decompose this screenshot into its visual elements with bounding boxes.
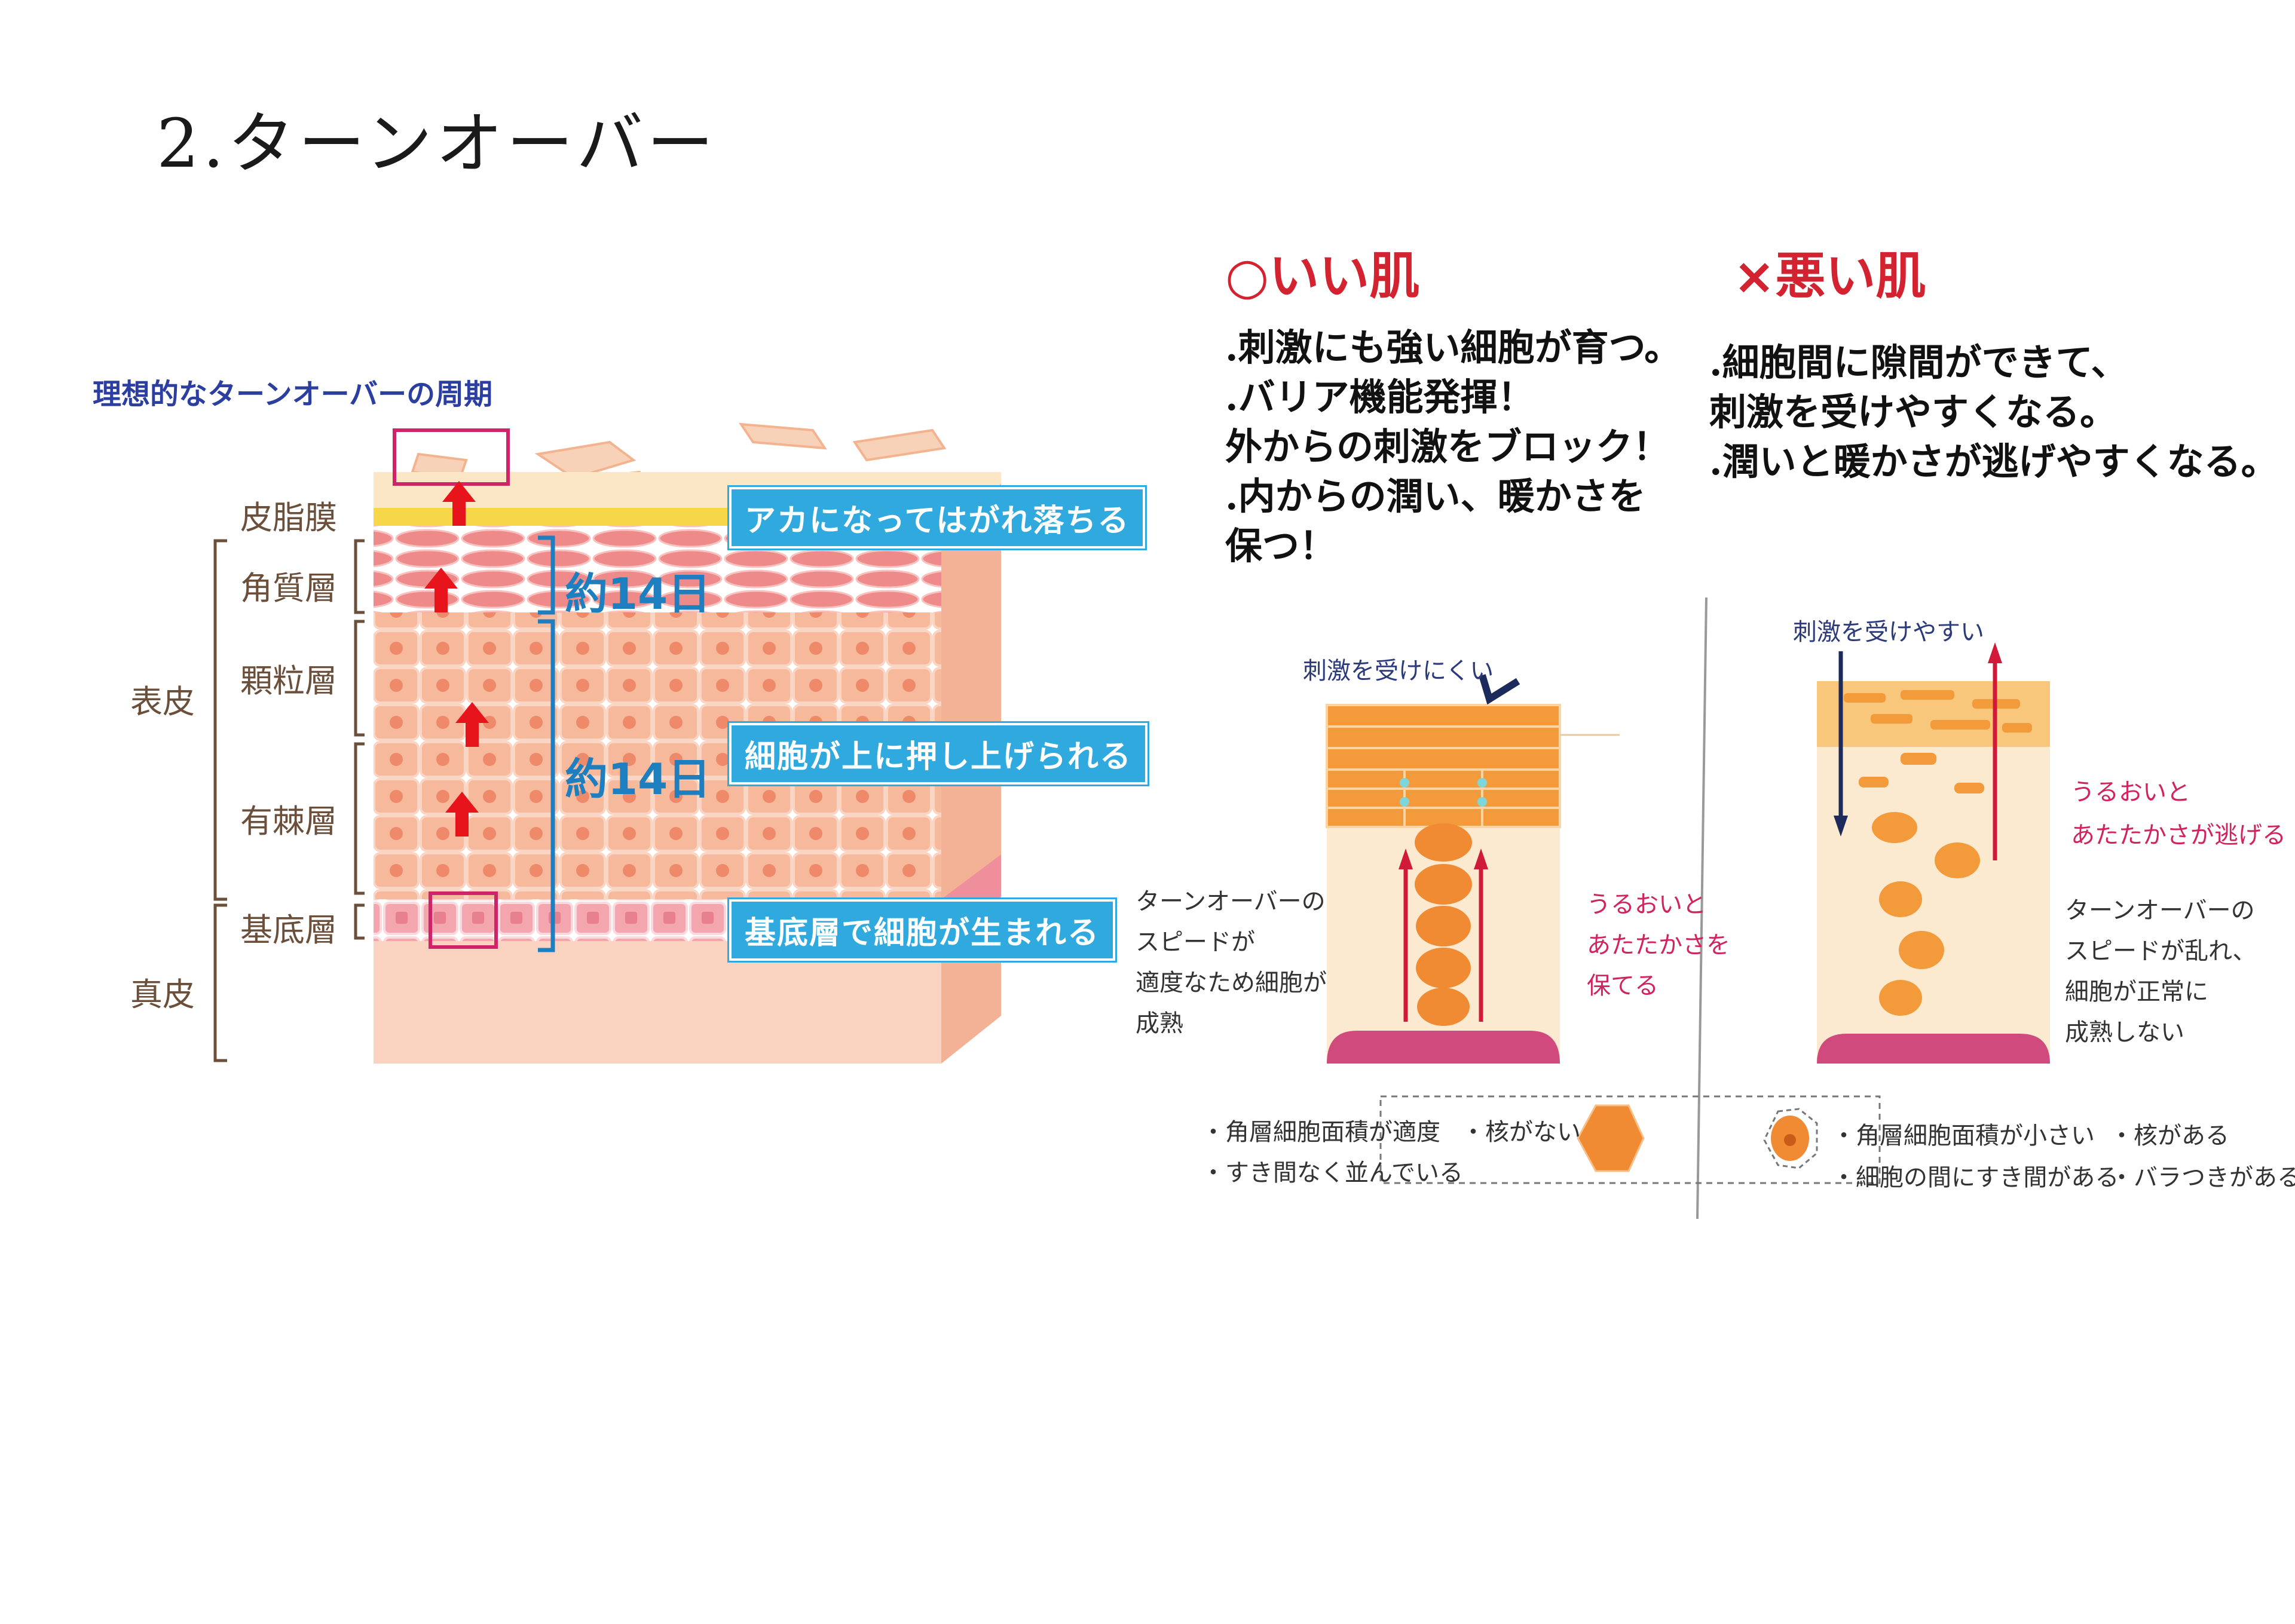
bad-skin-line: 刺激を受けやすくなる。 [1709,390,2117,434]
shedding-callout: アカになってはがれ落ちる [729,487,1146,549]
note-line: スピードが [1136,929,1255,956]
shedding-highlight-box [393,428,510,486]
note-line: 成熟 [1136,1010,1183,1037]
lower-duration: 約14日 [565,754,711,804]
cell-nucleus [1784,1134,1796,1146]
note-line: 成熟しない [2065,1019,2184,1046]
epidermis-label: 表皮 [130,683,195,721]
good-moisture-note: うるおいと あたたかさを 保てる [1587,884,1730,1006]
note-line: あたたかさを [1587,931,1730,959]
note-line: スピードが乱れ、 [2065,937,2257,965]
good-bullet: ・すき間なく並んでいる [1201,1159,1463,1187]
good-skin-line: 外からの刺激をブロック！ [1225,425,1670,468]
page-title: 2.ターンオーバー [157,105,718,183]
bad-bullet: ・角層細胞面積が小さい [1832,1122,2095,1150]
upper-duration: 約14日 [565,569,711,619]
good-stimulus-label: 刺激を受けにくい [1303,657,1494,685]
good-turnover-note: ターンオーバーの スピードが 適度なため細胞が 成熟 [1136,881,1327,1044]
good-skin-column [1326,674,1620,1064]
good-skin-line: .刺激にも強い細胞が育つ。 [1225,326,1682,369]
basal-layer-label: 基底層 [240,911,337,949]
bad-turnover-note: ターンオーバーの スピードが乱れ、 細胞が正常に 成熟しない [2065,890,2256,1053]
upward-arrows [424,481,489,836]
bad-stimulus-label: 刺激を受けやすい [1793,618,1984,646]
bad-skin-description: .細胞間に隙間ができて、 刺激を受けやすくなる。 .潤いと暖かさが逃げやすくなる… [1709,338,2278,486]
note-line: 保てる [1587,972,1658,1000]
incoming-stimulus-arrow [1834,651,1848,836]
good-skin-line: 保つ！ [1225,524,1337,568]
good-bullet: ・核がない [1461,1119,1581,1146]
bad-skin-column [1817,642,2050,1064]
bad-skin-heading: ×悪い肌 [1733,247,1926,305]
bad-skin-line: .潤いと暖かさが逃げやすくなる。 [1709,440,2278,483]
bad-moisture-note: うるおいと あたたかさが逃げる [2071,771,2286,857]
good-vs-bad-skin-illustration [1326,597,2050,1219]
good-skin-description: .刺激にも強い細胞が育つ。 .バリア機能発揮！ 外からの刺激をブロック！ .内か… [1225,323,1681,571]
dermis-layer [374,941,941,1064]
bad-bullet: ・バラつきがある [2110,1164,2295,1191]
good-corneocyte-shape [1577,1104,1645,1172]
bad-skin-line: .細胞間に隙間ができて、 [1709,341,2128,384]
sebum-label: 皮脂膜 [240,499,337,537]
good-skin-line: .バリア機能発揮！ [1225,375,1535,419]
duration-brackets [538,535,555,952]
good-bullet: ・角層細胞面積が適度 [1201,1119,1440,1146]
panel-divider [1696,597,1708,1219]
dermis-label: 真皮 [130,976,195,1013]
note-line: 細胞が正常に [2065,978,2208,1006]
layer-brackets [213,539,365,1062]
blocked-stimulus-icon [1479,674,1520,705]
note-line: うるおいと [2071,779,2190,806]
note-line: うるおいと [1587,891,1706,918]
good-skin-heading: ○いい肌 [1225,247,1420,305]
born-in-basal-callout: 基底層で細胞が生まれる [729,899,1116,961]
note-line: 適度なため細胞が [1136,969,1327,997]
basal-highlight-box [429,891,498,949]
pushed-up-callout: 細胞が上に押し上げられる [729,723,1148,785]
bad-bullet: ・核がある [2110,1122,2229,1150]
granular-layer-label: 顆粒層 [240,662,337,700]
turnover-cycle-caption: 理想的なターンオーバーの周期 [93,378,493,411]
good-skin-line: .内からの潤い、暖かさを [1225,474,1646,518]
cell-comparison-box [1379,1095,1881,1184]
bad-bullet: ・細胞の間にすき間がある [1832,1164,2119,1191]
note-line: ターンオーバーの [1136,888,1326,915]
note-line: あたたかさが逃げる [2071,822,2286,849]
escaping-moisture-arrow [1988,642,2002,860]
stratum-corneum-label: 角質層 [240,569,337,607]
spinous-layer-label: 有棘層 [240,802,337,840]
note-line: ターンオーバーの [2065,897,2255,924]
